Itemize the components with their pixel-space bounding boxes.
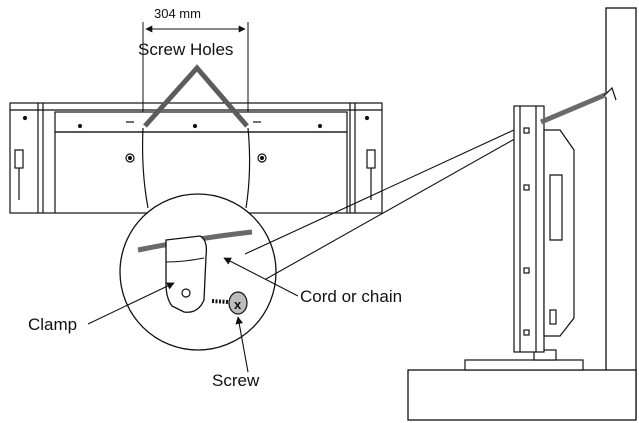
clamp-label: Clamp	[28, 315, 78, 334]
cord-to-detail	[141, 127, 251, 209]
clamp-shape	[165, 235, 208, 313]
projection-lines	[244, 117, 544, 280]
dimension-line	[142, 22, 249, 112]
safety-cord	[540, 86, 617, 125]
screw-holes-label: Screw Holes	[138, 40, 234, 59]
svg-text:x: x	[234, 297, 242, 312]
wall	[605, 7, 637, 419]
cord-or-chain-label: Cord or chain	[300, 287, 403, 306]
screw-holes-callout	[143, 64, 249, 128]
screw-label: Screw	[212, 371, 260, 390]
dimension-label: 304 mm	[154, 6, 201, 21]
screw-shape: x	[211, 291, 248, 315]
detail-magnifier: x	[119, 193, 277, 351]
leader-lines	[87, 257, 299, 373]
monitor-side-view	[464, 105, 584, 371]
table	[407, 369, 637, 421]
